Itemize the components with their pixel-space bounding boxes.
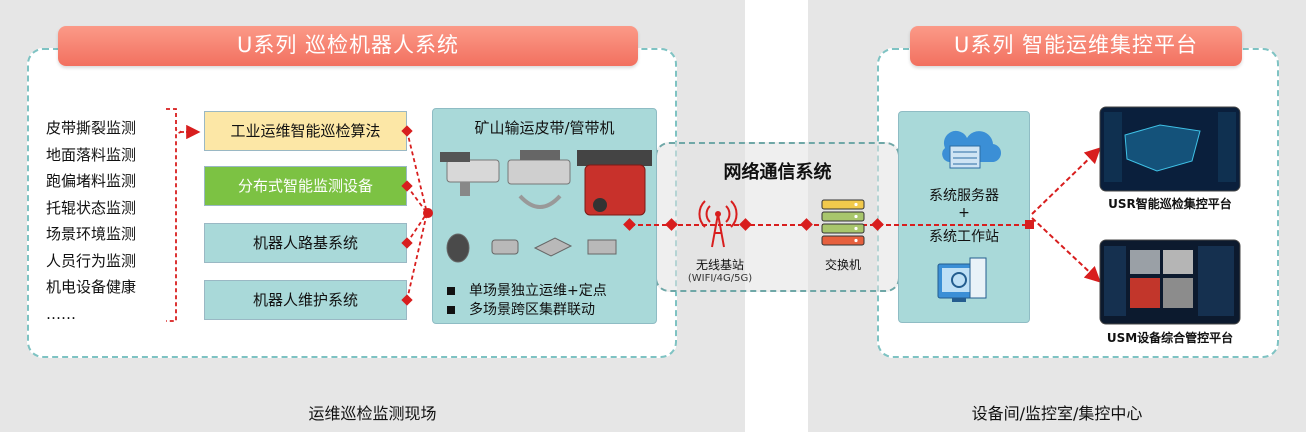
issue-item: 皮带撕裂监测 xyxy=(46,119,137,137)
issue-item: 人员行为监测 xyxy=(46,251,137,270)
robot-unit-1-icon xyxy=(440,152,500,196)
robot-unit-3-icon xyxy=(577,150,652,216)
arrow-to-usr xyxy=(1031,147,1101,215)
module-algorithm: 工业运维智能巡检算法 xyxy=(204,111,407,151)
usr-screen-icon xyxy=(1099,106,1241,192)
issue-item: …… xyxy=(46,304,76,323)
monitoring-issue-list: 皮带撕裂监测 地面落料监测 跑偏堵料监测 托辊状态监测 场景环境监测 人员行为监… xyxy=(46,115,136,327)
module-robot-base: 机器人路基系统 xyxy=(204,223,407,263)
equipment-title: 矿山输运皮带/管带机 xyxy=(474,119,615,137)
robot-parts-icon xyxy=(446,233,617,263)
server-label: 系统服务器 xyxy=(929,188,999,204)
issue-item: 地面落料监测 xyxy=(46,145,137,164)
usm-platform-label: USM设备综合管控平台 xyxy=(1106,331,1234,345)
module-robot-maintenance: 机器人维护系统 xyxy=(204,280,407,320)
bullet-square-icon xyxy=(447,287,455,295)
equipment-box xyxy=(432,108,657,324)
equipment-bullet: 单场景独立运维+定点 xyxy=(469,283,607,299)
connector-diamonds xyxy=(401,125,433,306)
issue-item: 跑偏堵料监测 xyxy=(46,172,137,190)
base-station-label: 无线基站 xyxy=(695,258,744,272)
base-station-sublabel: (WIFI/4G/5G) xyxy=(687,273,753,284)
arrow-to-usm xyxy=(1031,217,1101,283)
workstation-label: 系统工作站 xyxy=(929,229,999,245)
bullet-square-icon xyxy=(447,306,455,314)
equipment-bullet: 多场景跨区集群联动 xyxy=(469,302,595,318)
robot-unit-2-icon xyxy=(507,150,571,209)
left-panel-title: U系列 巡检机器人系统 xyxy=(58,26,638,66)
cloud-server-icon xyxy=(942,130,1002,169)
switch-label: 交换机 xyxy=(824,258,861,272)
usm-screen-icon xyxy=(1099,239,1241,325)
wireless-tower-icon xyxy=(698,200,738,248)
network-title: 网络通信系统 xyxy=(723,162,832,183)
right-bottom-label: 设备间/监控室/集控中心 xyxy=(971,404,1143,423)
equipment-bullets: 单场景独立运维+定点 多场景跨区集群联动 xyxy=(447,282,607,320)
issue-bracket xyxy=(166,108,184,322)
module-connectors xyxy=(406,130,428,301)
usr-platform-label: USR智能巡检集控平台 xyxy=(1108,197,1232,211)
issue-item: 托辊状态监测 xyxy=(46,198,137,217)
server-plus: + xyxy=(958,205,970,221)
module-monitoring-device: 分布式智能监测设备 xyxy=(204,166,407,206)
switch-icon xyxy=(821,199,865,246)
left-bottom-label: 运维巡检监测现场 xyxy=(308,404,437,423)
workstation-icon xyxy=(937,257,987,302)
issue-item: 机电设备健康 xyxy=(46,278,137,296)
right-panel-title: U系列 智能运维集控平台 xyxy=(910,26,1242,66)
issue-item: 场景环境监测 xyxy=(46,225,137,243)
